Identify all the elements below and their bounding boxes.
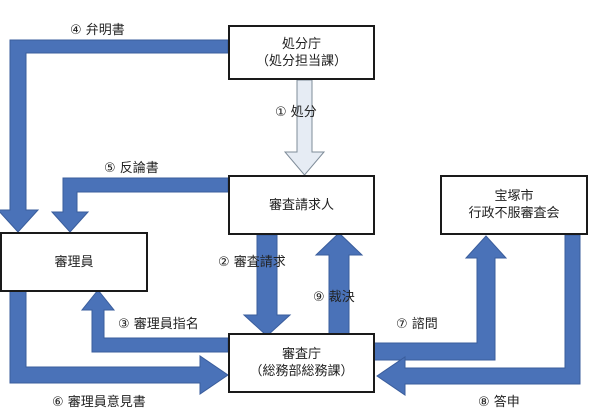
label-step-8: ⑧ 答申 — [478, 395, 520, 410]
box-shobun-cho-title: 処分庁 — [281, 36, 321, 52]
box-shinsa-seikyunin-title: 審査請求人 — [268, 197, 334, 213]
box-shinrin-title: 審理員 — [54, 254, 94, 270]
arrow-shobun — [283, 79, 326, 176]
label-step-9: ⑨ 裁決 — [313, 290, 355, 305]
label-step-1: ① 処分 — [275, 105, 317, 120]
arrow-bemmeisho — [0, 39, 229, 233]
arrow-hanronsho — [50, 177, 229, 233]
label-step-4: ④ 弁明書 — [70, 23, 125, 38]
arrow-shinrin-shimei — [80, 289, 229, 353]
box-shinsa-cho-sub: （総務部総務課） — [249, 364, 354, 379]
box-shinsa-seikyunin: 審査請求人 — [228, 175, 375, 235]
box-shingikai: 宝塚市 行政不服審査会 — [440, 175, 588, 235]
box-shingikai-sub: 行政不服審査会 — [468, 206, 560, 221]
box-shingikai-title: 宝塚市 — [494, 189, 534, 204]
box-shinrin: 審理員 — [0, 232, 148, 292]
label-step-2: ② 審査請求 — [218, 255, 286, 270]
label-step-5: ⑤ 反論書 — [104, 161, 159, 176]
label-step-6: ⑥ 審理員意見書 — [52, 395, 146, 410]
label-step-3: ③ 審理員指名 — [118, 317, 199, 332]
box-shinsa-cho: 審査庁 （総務部総務課） — [228, 333, 375, 393]
arrow-shimon — [373, 235, 508, 361]
box-shobun-cho: 処分庁 （処分担当課） — [228, 25, 375, 80]
arrow-shinsa-seikyu — [242, 234, 292, 337]
arrow-ikensho — [9, 289, 229, 395]
box-shinsa-cho-title: 審査庁 — [281, 347, 321, 362]
box-shobun-cho-sub: （処分担当課） — [255, 53, 347, 69]
label-step-7: ⑦ 諮問 — [396, 317, 438, 332]
arrow-saiketsu — [314, 232, 364, 335]
arrow-toshin — [376, 234, 581, 396]
